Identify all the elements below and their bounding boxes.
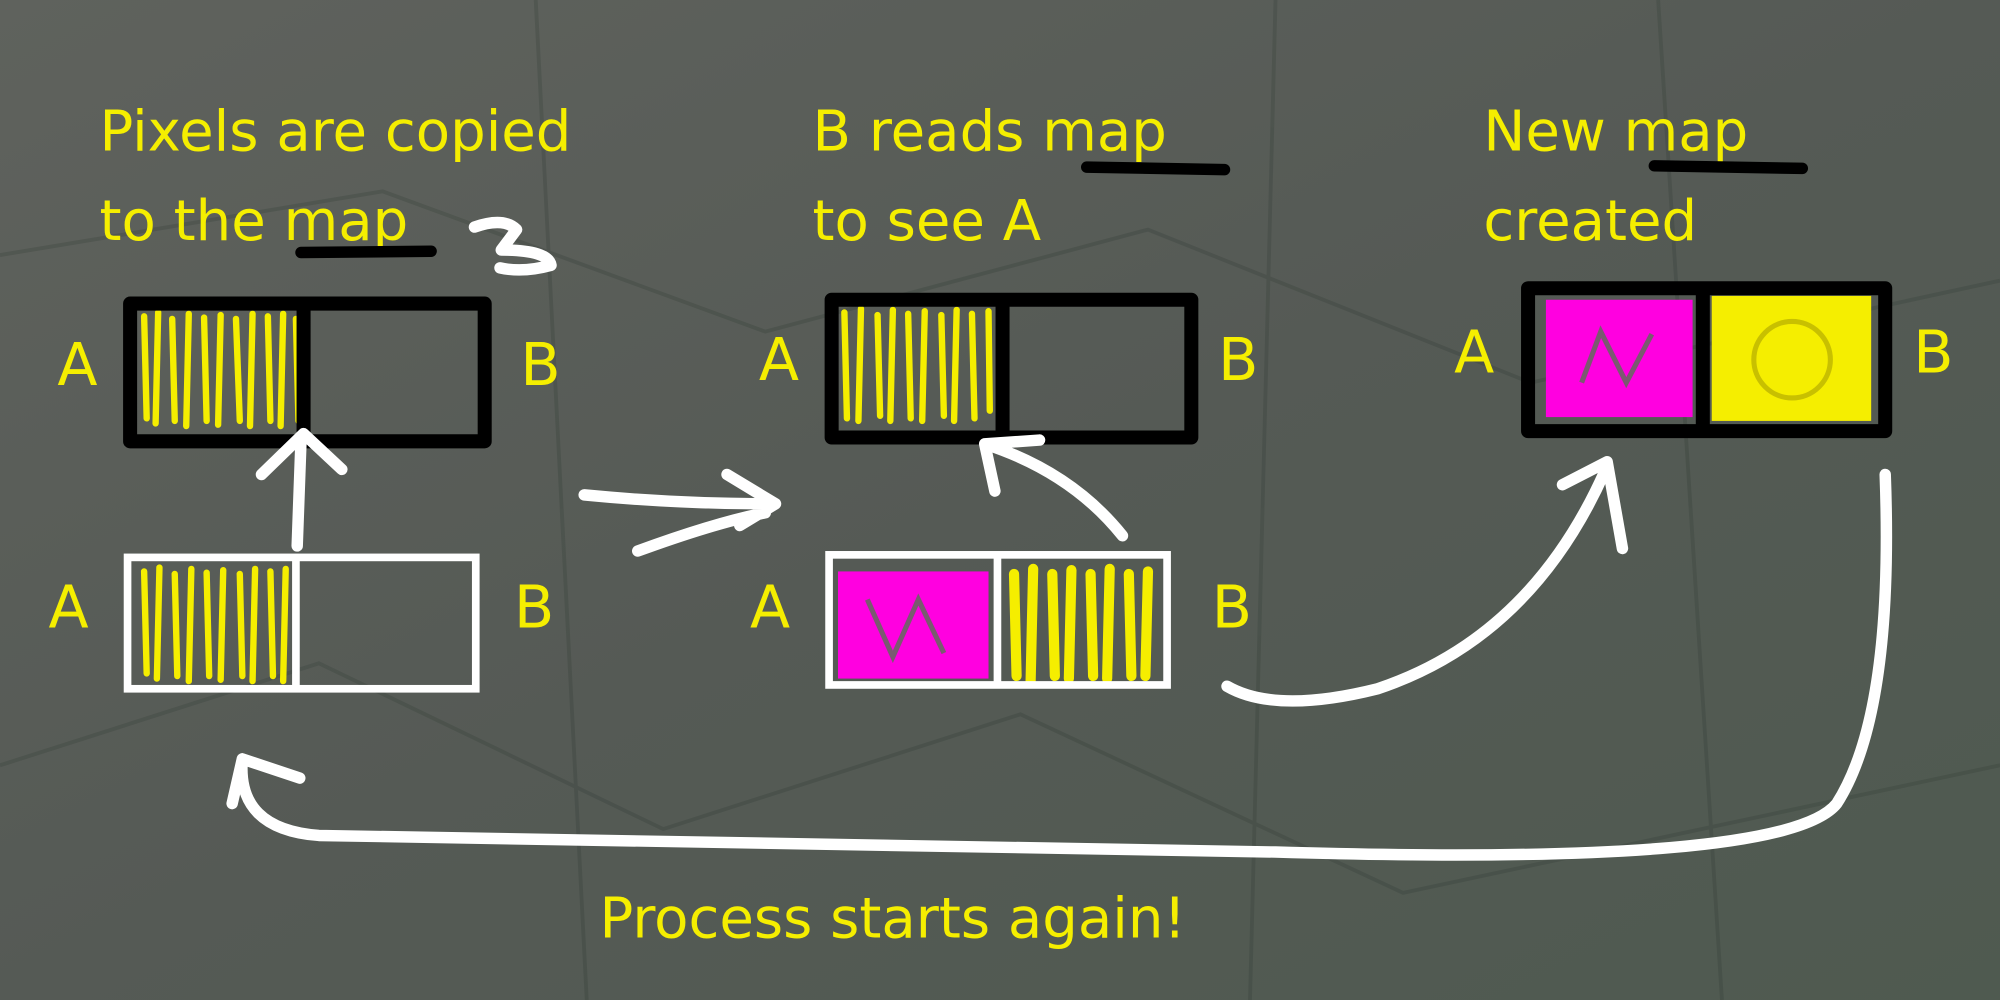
step1-caption-line1: Pixels are copied	[99, 100, 571, 165]
pixel-box-1	[123, 553, 480, 693]
read-arrow-icon	[978, 434, 1129, 542]
curly-arrow-icon	[468, 216, 557, 276]
map-underline	[295, 245, 437, 259]
label-b: B	[520, 331, 560, 399]
label-b: B	[514, 574, 554, 642]
step3: New map created A B	[1454, 100, 1954, 439]
label-a: A	[1454, 318, 1494, 386]
map-box-3	[1521, 281, 1893, 439]
label-a: A	[57, 331, 97, 399]
map-underline	[1080, 161, 1231, 176]
pixel-box-2	[825, 551, 1171, 689]
loop-back-arrow-icon	[226, 468, 1893, 861]
curved-arrow-icon	[1221, 455, 1629, 707]
step3-caption-line1: New map	[1483, 100, 1748, 165]
label-a: A	[759, 326, 799, 394]
step1-caption-line2: to the map	[99, 189, 408, 254]
magenta-fill	[1545, 299, 1693, 418]
label-b: B	[1212, 574, 1252, 642]
map-underline	[1648, 160, 1809, 175]
up-arrow-icon	[255, 427, 348, 552]
magenta-fill	[838, 571, 989, 679]
step2: B reads map to see A A B	[750, 100, 1258, 689]
label-a: A	[750, 574, 790, 642]
label-b: B	[1913, 318, 1953, 386]
step2-caption-line2: to see A	[813, 189, 1042, 254]
label-a: A	[48, 574, 88, 642]
right-arrow-icon	[578, 468, 782, 557]
step1: Pixels are copied to the map A B	[48, 100, 571, 693]
label-b: B	[1218, 326, 1258, 394]
step2-caption-line1: B reads map	[813, 100, 1167, 165]
yellow-fill	[1711, 295, 1872, 421]
step3-caption-line2: created	[1483, 189, 1697, 254]
footer-caption: Process starts again!	[599, 887, 1185, 952]
